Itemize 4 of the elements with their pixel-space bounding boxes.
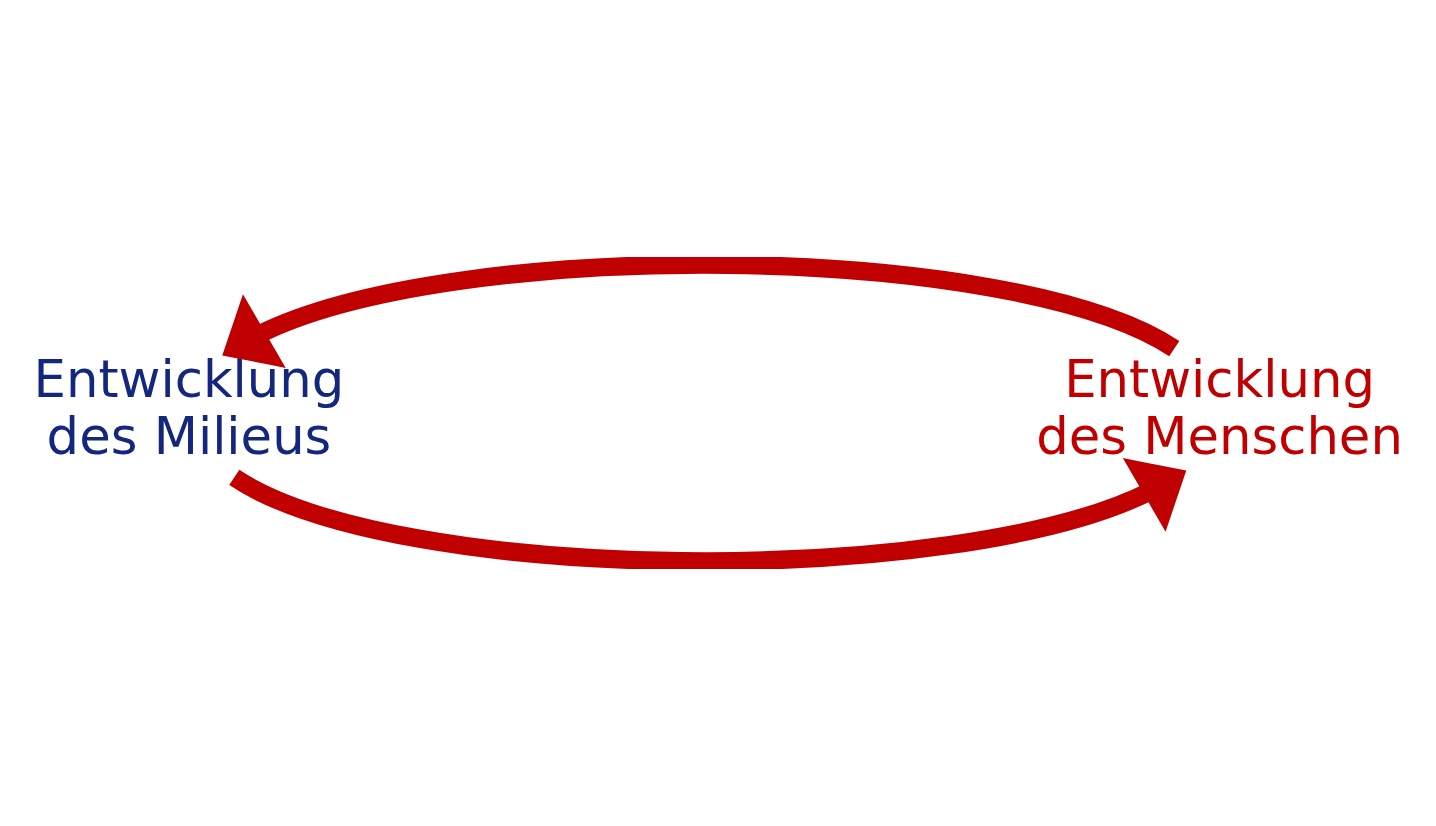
node-text: Entwicklung des Milieus <box>33 349 345 466</box>
arrow <box>222 257 1179 368</box>
node-text: Entwicklung des Menschen <box>1036 349 1403 466</box>
arrow <box>230 458 1187 569</box>
